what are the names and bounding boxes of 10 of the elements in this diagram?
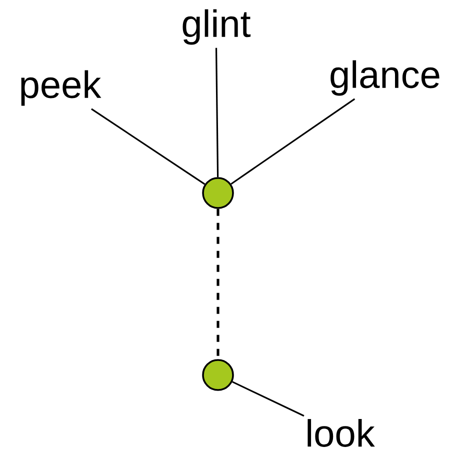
connector-line: [230, 98, 356, 185]
word-label: peek: [21, 70, 102, 106]
word-label: glance: [330, 60, 440, 96]
connector-line: [91, 108, 206, 185]
connector-line: [232, 381, 304, 417]
circle-dot: [202, 359, 234, 391]
circle-dot: [202, 177, 234, 209]
connector-line: [215, 48, 219, 178]
word-label: glint: [182, 9, 251, 45]
word-label: look: [308, 419, 375, 447]
